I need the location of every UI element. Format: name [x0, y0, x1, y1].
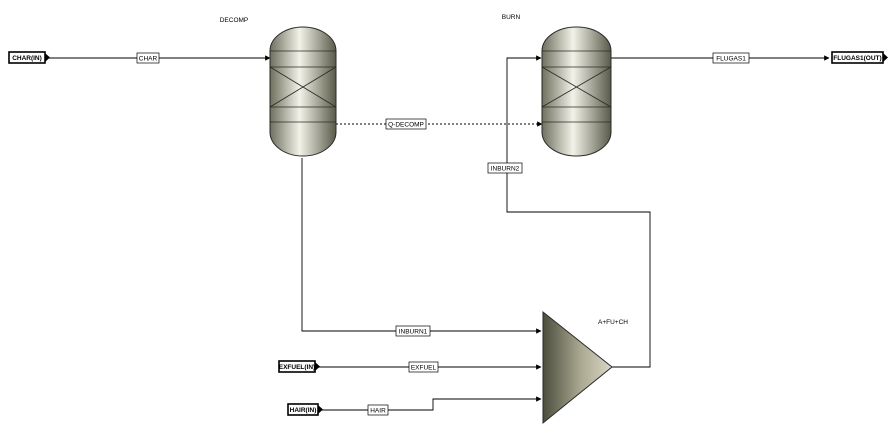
svg-text:CHAR(IN): CHAR(IN) [12, 55, 42, 62]
char-in-port[interactable]: CHAR(IN) [8, 51, 50, 64]
burn-reactor[interactable] [541, 26, 612, 157]
svg-text:EXFUEL(IN): EXFUEL(IN) [279, 364, 315, 371]
flugas1-stream-label[interactable]: FLUGAS1 [712, 52, 750, 64]
exfuel-stream-label[interactable]: EXFUEL [408, 361, 439, 373]
decomp-reactor[interactable] [269, 26, 337, 157]
char-stream-label[interactable]: CHAR [136, 52, 160, 64]
hair-stream-label[interactable]: HAIR [367, 404, 389, 416]
svg-text:CHAR: CHAR [139, 56, 158, 63]
svg-text:INBURN1: INBURN1 [399, 329, 428, 336]
exfuel-in-port[interactable]: EXFUEL(IN) [278, 360, 320, 373]
mixer-block[interactable] [542, 310, 613, 425]
inburn2-stream-label[interactable]: INBURN2 [487, 162, 523, 174]
burn-label: BURN [502, 14, 521, 21]
svg-text:HAIR(IN): HAIR(IN) [290, 407, 317, 414]
svg-text:INBURN2: INBURN2 [491, 166, 520, 173]
svg-text:FLUGAS1(OUT): FLUGAS1(OUT) [833, 55, 881, 62]
svg-text:HAIR: HAIR [370, 408, 386, 415]
svg-text:Q-DECOMP: Q-DECOMP [388, 122, 424, 129]
stream-hair[interactable] [320, 396, 542, 411]
q-decomp-stream-label[interactable]: Q-DECOMP [385, 118, 427, 130]
decomp-label: DECOMP [220, 17, 249, 24]
flugas1-out-port[interactable]: FLUGAS1(OUT) [831, 51, 888, 64]
inburn1-stream-label[interactable]: INBURN1 [395, 325, 431, 337]
mixer-label: A+FU+CH [598, 319, 628, 326]
hair-in-port[interactable]: HAIR(IN) [287, 403, 323, 416]
svg-text:FLUGAS1: FLUGAS1 [716, 56, 746, 63]
stream-inburn2[interactable] [506, 55, 651, 368]
stream-inburn1[interactable] [301, 158, 542, 334]
svg-text:EXFUEL: EXFUEL [411, 365, 437, 372]
